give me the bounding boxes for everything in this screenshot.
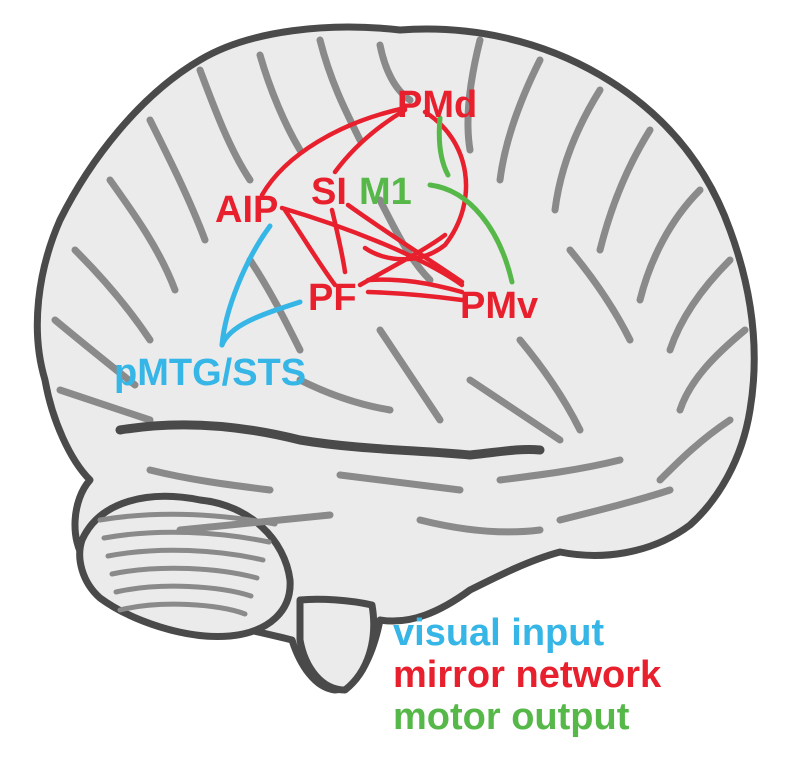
sulcus-29 <box>466 376 564 444</box>
connection-si-pmd <box>332 107 408 175</box>
connection-aip-pf <box>282 207 338 288</box>
sulcus-15 <box>71 246 154 344</box>
sulcus-19 <box>176 511 334 534</box>
sulcus-12 <box>656 416 734 484</box>
sulcus-27 <box>566 246 634 344</box>
lateral-fissure <box>115 420 545 460</box>
legend-visual-input: visual input <box>393 612 605 654</box>
sulcus-11 <box>676 326 749 414</box>
connection-pmd-pmv-arc <box>362 109 469 262</box>
region-label-pmv: PMv <box>460 285 538 327</box>
sulcus-7 <box>551 86 604 214</box>
connection-si-pmv <box>345 202 465 285</box>
region-label-pmtg-sts: pMTG/STS <box>114 352 306 394</box>
sulcus-5 <box>464 36 484 154</box>
sulcus-3 <box>316 36 364 144</box>
sulcus-4 <box>376 41 414 104</box>
connection-aip-pmd <box>259 105 408 198</box>
region-label-si: SI <box>311 171 347 213</box>
legend-mirror-network: mirror network <box>393 654 662 696</box>
sulcus-21 <box>496 456 624 484</box>
sulcus-30 <box>296 376 394 414</box>
sulcus-16 <box>51 316 139 389</box>
connection-pf-pmv-1 <box>365 277 465 295</box>
sulcus-2 <box>256 51 304 154</box>
cerebellum-folium-6 <box>117 601 248 617</box>
sulcus-17 <box>56 386 154 424</box>
cerebellum-folium-5 <box>113 583 254 599</box>
connections <box>219 105 515 348</box>
sulcus-13 <box>146 116 209 244</box>
legend: visual input mirror network motor output <box>393 612 661 738</box>
connection-si-pf <box>329 207 348 275</box>
sulcus-18 <box>146 466 274 494</box>
region-label-pmd: PMd <box>397 84 477 126</box>
region-label-aip: AIP <box>215 189 278 231</box>
sulcus-9 <box>636 186 704 304</box>
cerebellum-folium-3 <box>105 547 266 563</box>
region-label-m1: M1 <box>359 171 412 213</box>
brain-sulci <box>51 36 749 536</box>
connection-pf-pmv-2 <box>365 289 465 303</box>
cerebellum-folium-4 <box>109 565 260 581</box>
sulcus-26 <box>516 336 584 434</box>
sulcus-10 <box>666 256 734 354</box>
sulcus-8 <box>596 126 654 254</box>
connection-m1-pmv <box>427 182 515 285</box>
connection-pmd-m1 <box>436 115 451 178</box>
connection-pmtg-aip <box>219 223 273 348</box>
sulcus-22 <box>556 486 674 524</box>
region-label-pf: PF <box>308 277 357 319</box>
sulcus-25 <box>376 326 444 424</box>
sulcus-23 <box>416 516 544 536</box>
sulcus-6 <box>496 56 544 184</box>
connection-pf-si-cross <box>357 232 448 288</box>
connection-pmtg-pf <box>219 299 303 348</box>
connection-aip-pmv <box>279 205 465 288</box>
brainstem <box>296 595 378 694</box>
legend-motor-output: motor output <box>393 696 630 738</box>
sulcus-14 <box>106 176 179 294</box>
sulcus-24 <box>246 256 304 354</box>
sulcus-20 <box>336 471 464 494</box>
sulcus-1 <box>196 66 254 184</box>
